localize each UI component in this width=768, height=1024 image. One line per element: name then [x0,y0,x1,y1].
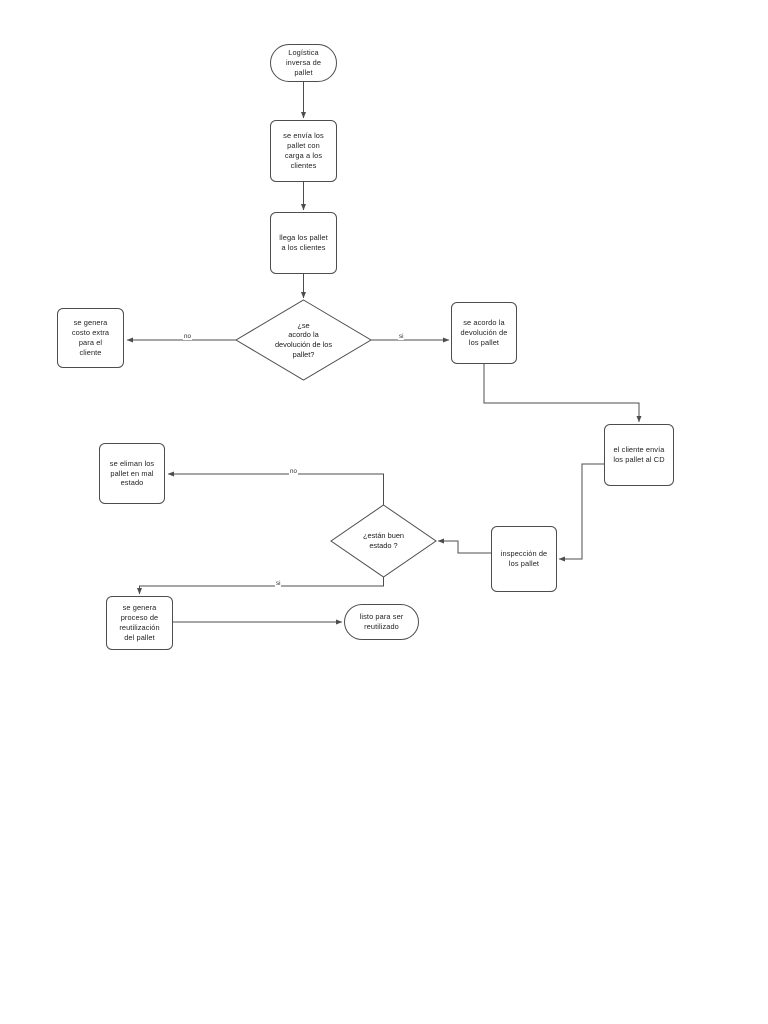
connector-inspeccion-to-decision2 [437,538,491,554]
edge-label-d1-si: si [398,333,405,341]
connector-enviacd-to-inspeccion [558,463,604,562]
node-label: inspección de los pallet [500,549,548,568]
terminal-node-start[interactable]: Logística inversa de pallet [270,44,337,82]
diamond-shape [235,299,372,381]
node-label: ¿están buen estado ? [362,531,405,550]
process-node-costoextra[interactable]: se genera costo extra para el cliente [57,308,124,368]
node-label: se genera costo extra para el cliente [71,318,110,357]
node-label: el cliente envía los pallet al CD [613,445,665,464]
node-label: se eliman los pallet en mal estado [109,458,155,488]
process-node-eliminar[interactable]: se eliman los pallet en mal estado [99,443,165,504]
process-node-enviacd[interactable]: el cliente envía los pallet al CD [604,424,674,486]
node-label: se acordo la devolución de los pallet [460,318,508,347]
edge-label-d2-no: no [289,468,298,476]
process-node-llega[interactable]: llega los pallet a los clientes [270,212,337,274]
node-label: listo para ser reutilizado [359,612,404,631]
node-label: llega los pallet a los clientes [279,233,328,252]
decision-node-decision2[interactable]: ¿están buen estado ? [330,504,437,578]
edge-label-d1-no: no [183,333,192,341]
connector-decision2-si-reutilizacion [136,577,384,595]
process-node-envia[interactable]: se envía los pallet con carga a los clie… [270,120,337,182]
node-label: se envía los pallet con carga a los clie… [283,131,324,170]
node-label: ¿se acordo la devolución de los pallet? [274,320,333,359]
diamond-shape [330,504,437,578]
decision-node-decision1[interactable]: ¿se acordo la devolución de los pallet? [235,299,372,381]
process-node-inspeccion[interactable]: inspección de los pallet [491,526,557,592]
node-label: se genera proceso de reutilización del p… [119,603,160,642]
process-node-reutilizacion[interactable]: se genera proceso de reutilización del p… [106,596,173,650]
terminal-node-listo[interactable]: listo para ser reutilizado [344,604,419,640]
edge-label-d2-si: si [275,580,282,588]
process-node-acordo[interactable]: se acordo la devolución de los pallet [451,302,517,364]
connector-acordo-to-enviacd [483,364,642,423]
connector-decision2-no-eliminar [167,471,384,505]
node-label: Logística inversa de pallet [285,48,322,77]
